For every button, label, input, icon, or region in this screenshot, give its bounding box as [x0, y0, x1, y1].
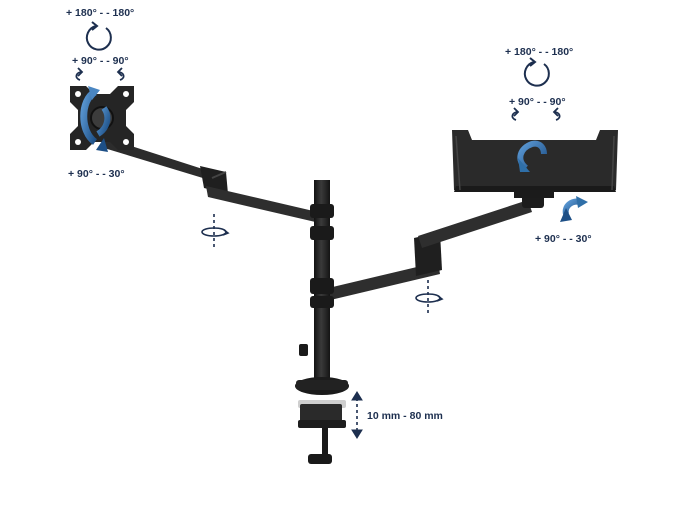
laptop-rotation-arrow-icon: [517, 140, 547, 172]
swivel-arrows-icon: [75, 67, 125, 81]
desk-thickness-label: 10 mm - 80 mm: [367, 410, 443, 422]
rotation-360-icon: [523, 57, 550, 87]
laptop-swivel-label: + 90° - - 90°: [509, 96, 566, 108]
central-pole: [299, 180, 334, 386]
vesa-plate: [70, 86, 134, 150]
pivot-swivel-icon: [201, 214, 230, 248]
desk-thickness-arrow-icon: [351, 391, 363, 439]
laptop-tilt-arrow-icon: [560, 196, 588, 222]
monitor-rotation-label: + 180° - - 180°: [66, 7, 135, 19]
right-arm: [320, 188, 544, 302]
pivot-swivel-icon: [415, 280, 444, 314]
swivel-arrows-icon: [511, 107, 561, 121]
monitor-swivel-label: + 90° - - 90°: [72, 55, 129, 67]
monitor-rotation-arrow-icon: [80, 86, 111, 152]
laptop-tray: [452, 130, 618, 198]
rotation-360-icon: [85, 21, 112, 51]
monitor-tilt-label: + 90° - - 30°: [68, 168, 125, 180]
laptop-tilt-label: + 90° - - 30°: [535, 233, 592, 245]
laptop-rotation-label: + 180° - - 180°: [505, 46, 574, 58]
desk-clamp: [295, 377, 349, 464]
